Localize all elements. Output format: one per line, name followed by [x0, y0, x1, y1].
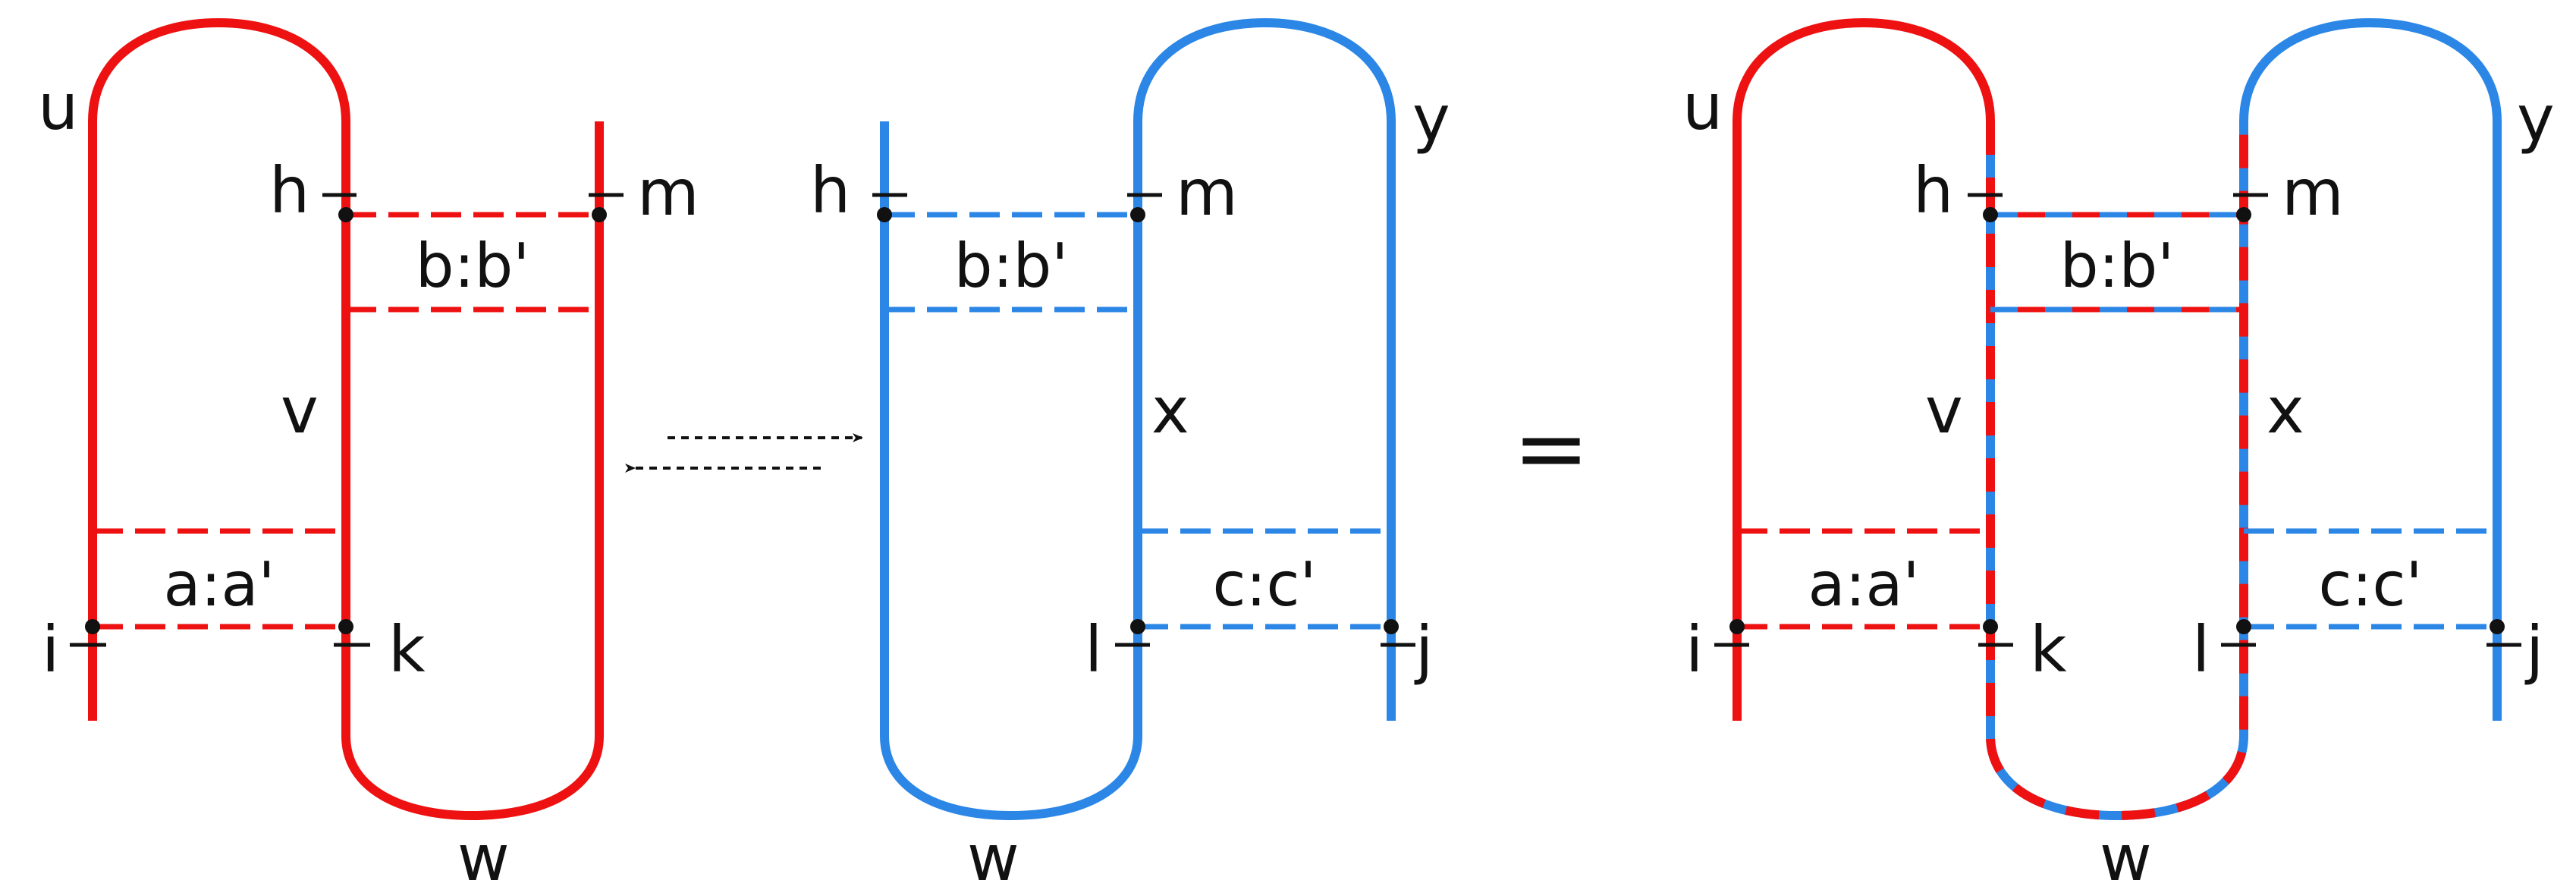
left-u-loop	[88, 17, 604, 821]
right-dot-i	[1729, 619, 1745, 634]
right-label-h: h	[1913, 153, 1953, 228]
right-label-x: x	[2267, 373, 2304, 448]
right-box-aa: a:a'	[1808, 549, 1920, 620]
right-label-v: v	[1925, 373, 1963, 448]
middle-label-h: h	[810, 153, 850, 228]
left-dot-i	[85, 619, 100, 634]
right-label-m: m	[2282, 156, 2344, 230]
left-label-w: w	[457, 821, 510, 895]
right-shared-strand-dash	[1986, 121, 2248, 821]
left-dot-m	[592, 207, 607, 222]
middle-dot-j	[1384, 619, 1399, 634]
left-label-k: k	[388, 612, 426, 687]
left-diagram: u h m b:b' v a:a' i k w	[38, 17, 699, 895]
left-box-bb: b:b'	[416, 231, 530, 301]
middle-label-x: x	[1151, 373, 1189, 448]
middle-box-cc: c:c'	[1213, 549, 1317, 620]
right-label-i: i	[1685, 612, 1703, 687]
middle-dot-h	[877, 207, 892, 222]
middle-n-loop	[880, 17, 1396, 821]
left-label-v: v	[281, 373, 319, 448]
right-box-cc: c:c'	[2319, 549, 2423, 620]
left-label-h: h	[269, 153, 309, 228]
right-box-bb: b:b'	[2060, 231, 2175, 301]
middle-label-l: l	[1085, 612, 1102, 687]
left-dot-h	[338, 207, 353, 222]
equals-sign: =	[1513, 396, 1590, 501]
right-label-u: u	[1682, 70, 1723, 144]
swap-arrows	[625, 433, 863, 473]
right-dot-j	[2490, 619, 2505, 634]
right-shared-strand-base	[1986, 121, 2248, 821]
middle-diagram: h m y b:b' x c:c' l j w	[810, 17, 1450, 895]
right-blue-arch	[2239, 17, 2502, 721]
right-red-arch	[1733, 17, 1995, 721]
middle-label-y: y	[1412, 81, 1450, 156]
right-dot-m	[2236, 207, 2251, 222]
right-dot-k	[1983, 619, 1998, 634]
left-label-m: m	[637, 156, 699, 230]
right-label-l: l	[2192, 612, 2210, 687]
right-label-k: k	[2030, 612, 2067, 687]
left-label-i: i	[42, 612, 59, 687]
right-dot-l	[2236, 619, 2251, 634]
right-dot-h	[1983, 207, 1998, 222]
middle-label-w: w	[967, 821, 1019, 895]
left-box-aa: a:a'	[164, 549, 275, 620]
middle-label-m: m	[1176, 156, 1238, 230]
middle-dot-l	[1130, 619, 1145, 634]
middle-dot-m	[1130, 207, 1145, 222]
right-label-y: y	[2517, 81, 2555, 156]
right-label-w: w	[2100, 821, 2152, 895]
middle-label-j: j	[1414, 612, 1433, 687]
left-label-u: u	[38, 70, 78, 144]
right-diagram: u h m y b:b' v x a:a' c:c' i k l j w	[1682, 17, 2555, 895]
right-label-j: j	[2524, 612, 2543, 687]
middle-box-bb: b:b'	[954, 231, 1069, 301]
left-dot-k	[338, 619, 353, 634]
